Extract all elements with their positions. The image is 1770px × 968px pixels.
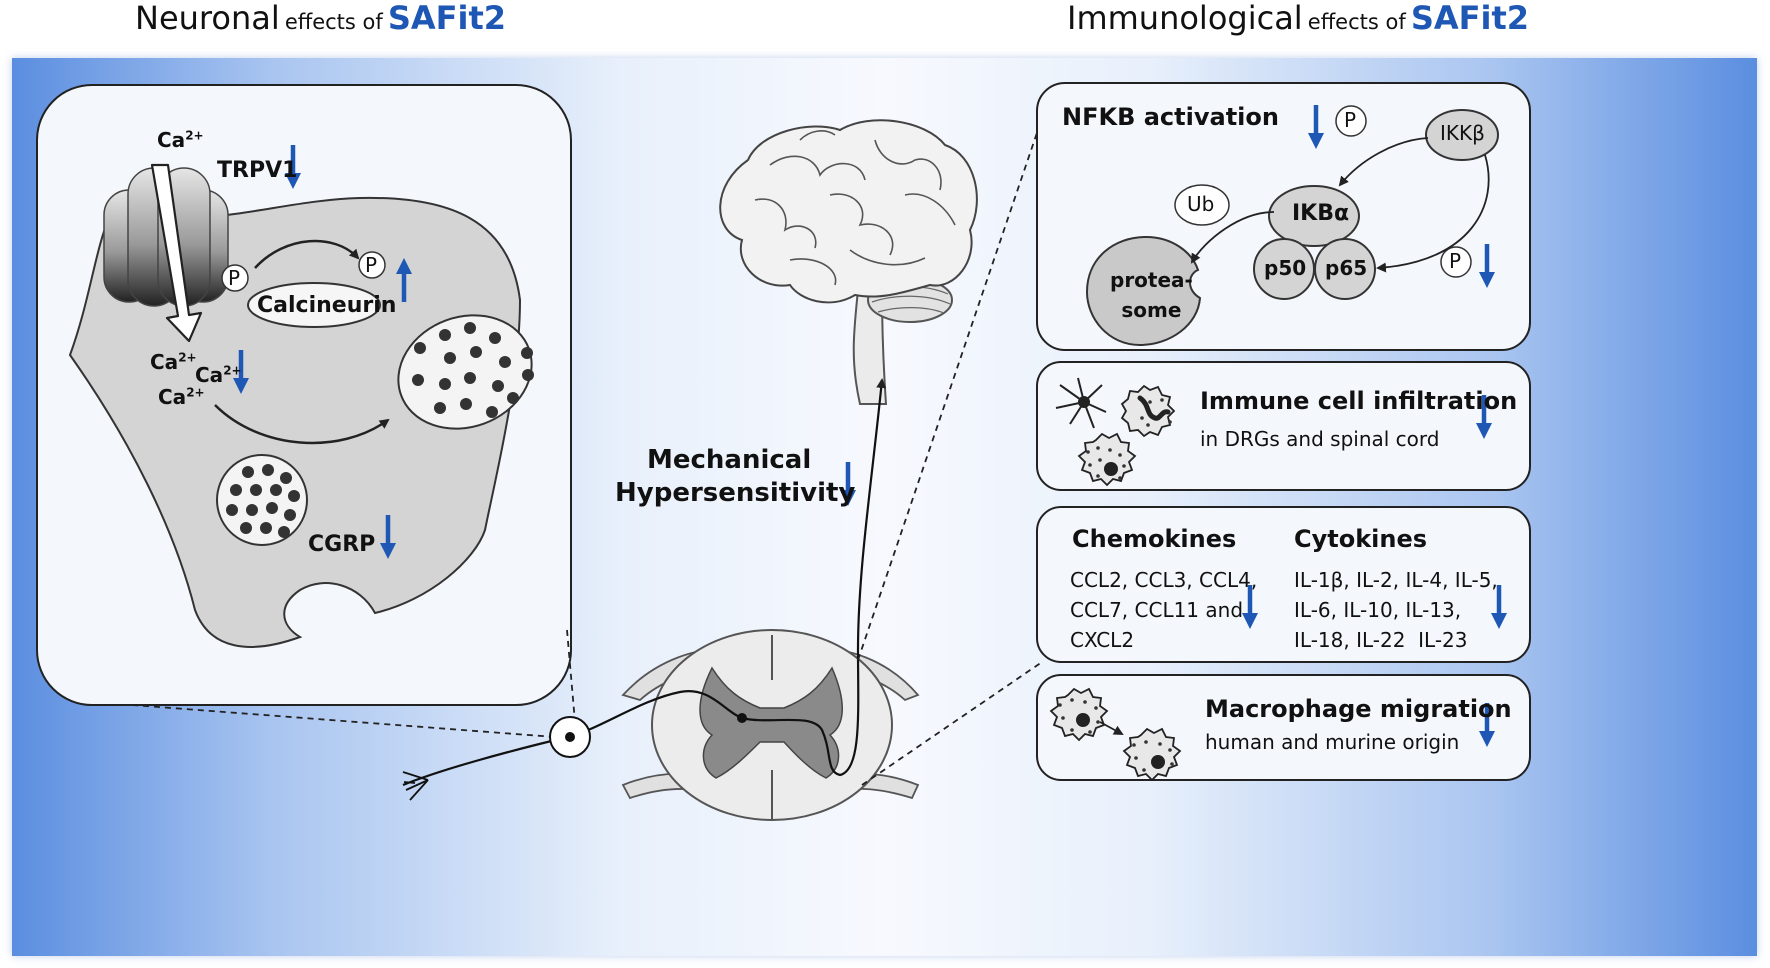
cytokines-title: Cytokines bbox=[1294, 525, 1428, 553]
hypersensitivity-label: Hypersensitivity bbox=[615, 478, 856, 508]
title-brand: SAFit2 bbox=[1410, 0, 1530, 37]
neuronal-effects-title: Neuronal effects of SAFit2 bbox=[135, 0, 506, 46]
dendritic-cell-icon bbox=[1055, 377, 1107, 429]
macrophage-icon bbox=[1077, 432, 1137, 487]
ca-text: Ca bbox=[157, 128, 186, 152]
calcium-label: Ca2+ bbox=[157, 128, 204, 152]
phospho-label: P bbox=[1344, 108, 1357, 132]
phospho-circle bbox=[1440, 246, 1472, 278]
zoom-line bbox=[861, 661, 1043, 786]
phospho-label: P bbox=[1449, 249, 1462, 273]
macrophage-subtitle: human and murine origin bbox=[1205, 730, 1460, 754]
macrophage-title: Macrophage migration bbox=[1205, 695, 1512, 723]
cytokines-list: IL-1β, IL-2, IL-4, IL-5, IL-6, IL-10, IL… bbox=[1294, 568, 1498, 652]
brain-stem bbox=[852, 289, 888, 405]
title-small: effects of bbox=[284, 10, 383, 34]
ikba-to-proteasome-arrow bbox=[1190, 211, 1275, 264]
proteasome-label: protea- some bbox=[1110, 268, 1193, 322]
title-main: Immunological bbox=[1067, 0, 1303, 37]
phospho-label: P bbox=[228, 266, 241, 290]
phospho-circle bbox=[1335, 105, 1367, 137]
trpv1-label: TRPV1 bbox=[217, 158, 298, 183]
zoom-line bbox=[566, 629, 576, 723]
brain-gyri bbox=[754, 130, 956, 286]
calcium-label: Ca2+ bbox=[150, 350, 197, 374]
calcineurin-ellipse bbox=[247, 282, 381, 328]
chemokines-title: Chemokines bbox=[1072, 525, 1237, 553]
p50-label: p50 bbox=[1264, 256, 1307, 280]
immune-infiltration-subtitle: in DRGs and spinal cord bbox=[1200, 427, 1440, 451]
p65-node bbox=[1314, 238, 1376, 300]
ub-label: Ub bbox=[1187, 192, 1215, 216]
calcium-label: Ca2+ bbox=[158, 385, 205, 409]
phospho-circle bbox=[358, 251, 386, 279]
ca-text: Ca bbox=[150, 350, 179, 374]
ikba-node bbox=[1268, 185, 1360, 247]
title-brand: SAFit2 bbox=[387, 0, 507, 37]
ikkb-label: IKKβ bbox=[1440, 121, 1485, 145]
release-arrow bbox=[214, 404, 390, 445]
ca-text: Ca bbox=[158, 385, 187, 409]
phospho-circle bbox=[221, 264, 249, 292]
ca-text: Ca bbox=[195, 363, 224, 387]
calcium-influx-arrow bbox=[150, 163, 203, 343]
migration-arrow bbox=[1099, 721, 1124, 735]
chemokines-list: CCL2, CCL3, CCL4, CCL7, CCL11 and CXCL2 bbox=[1070, 568, 1258, 652]
cerebrum bbox=[719, 119, 978, 304]
title-main: Neuronal bbox=[135, 0, 280, 37]
title-small: effects of bbox=[1307, 10, 1406, 34]
zoom-line bbox=[131, 704, 556, 738]
vesicle-dots bbox=[412, 322, 534, 418]
p65-label: p65 bbox=[1325, 256, 1368, 280]
ca-charge: 2+ bbox=[186, 385, 205, 400]
phospho-label: P bbox=[365, 253, 378, 277]
calcium-label: Ca2+ bbox=[195, 363, 242, 387]
zoom-line bbox=[857, 117, 1043, 661]
macrophage-icon bbox=[1122, 727, 1182, 782]
chemokine-cytokine-panel bbox=[1036, 506, 1531, 663]
ub-node bbox=[1174, 184, 1230, 226]
ikkb-node bbox=[1425, 109, 1499, 161]
ikkb-to-ikba-arrow bbox=[1338, 137, 1429, 187]
calcineurin-label: Calcineurin bbox=[257, 293, 397, 318]
neutrophil-icon bbox=[1120, 384, 1176, 438]
proteasome-node bbox=[1085, 235, 1202, 347]
ca-charge: 2+ bbox=[223, 363, 242, 378]
immunological-effects-title: Immunological effects of SAFit2 bbox=[1067, 0, 1529, 46]
grey-matter bbox=[699, 666, 843, 779]
macrophage-icon bbox=[1049, 687, 1109, 742]
nfkb-title: NFKB activation bbox=[1062, 103, 1279, 131]
cgrp-vesicle-dots bbox=[226, 464, 300, 538]
nerve-ending bbox=[402, 771, 429, 801]
mechanical-label: Mechanical bbox=[647, 445, 812, 475]
phosphorylation-arrow bbox=[254, 239, 360, 269]
synapse-dot bbox=[737, 713, 747, 723]
immune-infiltration-title: Immune cell infiltration bbox=[1200, 387, 1518, 415]
cgrp-label: CGRP bbox=[308, 532, 376, 557]
ikkb-to-p65-arrow bbox=[1376, 154, 1490, 273]
ca-charge: 2+ bbox=[178, 350, 197, 365]
drg-neuron-soma bbox=[565, 732, 575, 742]
ca-charge: 2+ bbox=[185, 128, 204, 143]
ikba-label: IKBα bbox=[1292, 201, 1350, 226]
